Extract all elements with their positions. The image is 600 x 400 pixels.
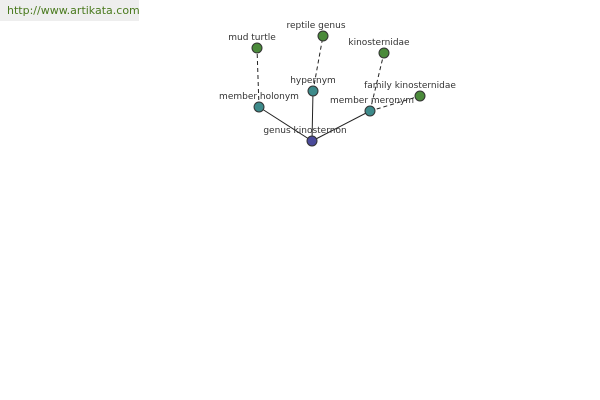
node-genus-kinosternon[interactable] — [306, 135, 318, 147]
label-hypernym: hypernym — [290, 76, 336, 86]
url-banner: http://www.artikata.com — [0, 0, 140, 21]
label-member-meronym: member meronym — [330, 96, 414, 106]
edge-root-member-holonym — [258, 106, 313, 142]
label-genus-kinosternon: genus kinosternon — [263, 126, 346, 136]
edge-member-meronym-kinosternidae — [369, 52, 385, 112]
edge-member-meronym-family-kinosternidae — [369, 95, 421, 112]
label-member-holonym: member holonym — [219, 92, 299, 102]
label-mud-turtle: mud turtle — [228, 33, 276, 43]
node-family-kinosternidae[interactable] — [414, 90, 426, 102]
edge-root-hypernym — [311, 90, 314, 142]
edge-hypernym-reptile-genus — [312, 35, 324, 92]
label-family-kinosternidae: family kinosternidae — [364, 81, 456, 91]
graph-nodes — [251, 30, 426, 147]
edge-root-member-meronym — [311, 110, 371, 142]
edge-member-holonym-mud-turtle — [256, 47, 260, 108]
label-reptile-genus: reptile genus — [286, 21, 345, 31]
node-member-holonym[interactable] — [253, 101, 265, 113]
graph-labels: genus kinosternon member holonym hyperny… — [219, 21, 456, 136]
graph-edges — [256, 35, 421, 142]
source-url-link[interactable]: http://www.artikata.com — [7, 4, 140, 17]
node-member-meronym[interactable] — [364, 105, 376, 117]
node-hypernym[interactable] — [307, 85, 319, 97]
label-kinosternidae: kinosternidae — [348, 38, 410, 48]
node-kinosternidae[interactable] — [378, 47, 390, 59]
node-mud-turtle[interactable] — [251, 42, 263, 54]
node-reptile-genus[interactable] — [317, 30, 329, 42]
